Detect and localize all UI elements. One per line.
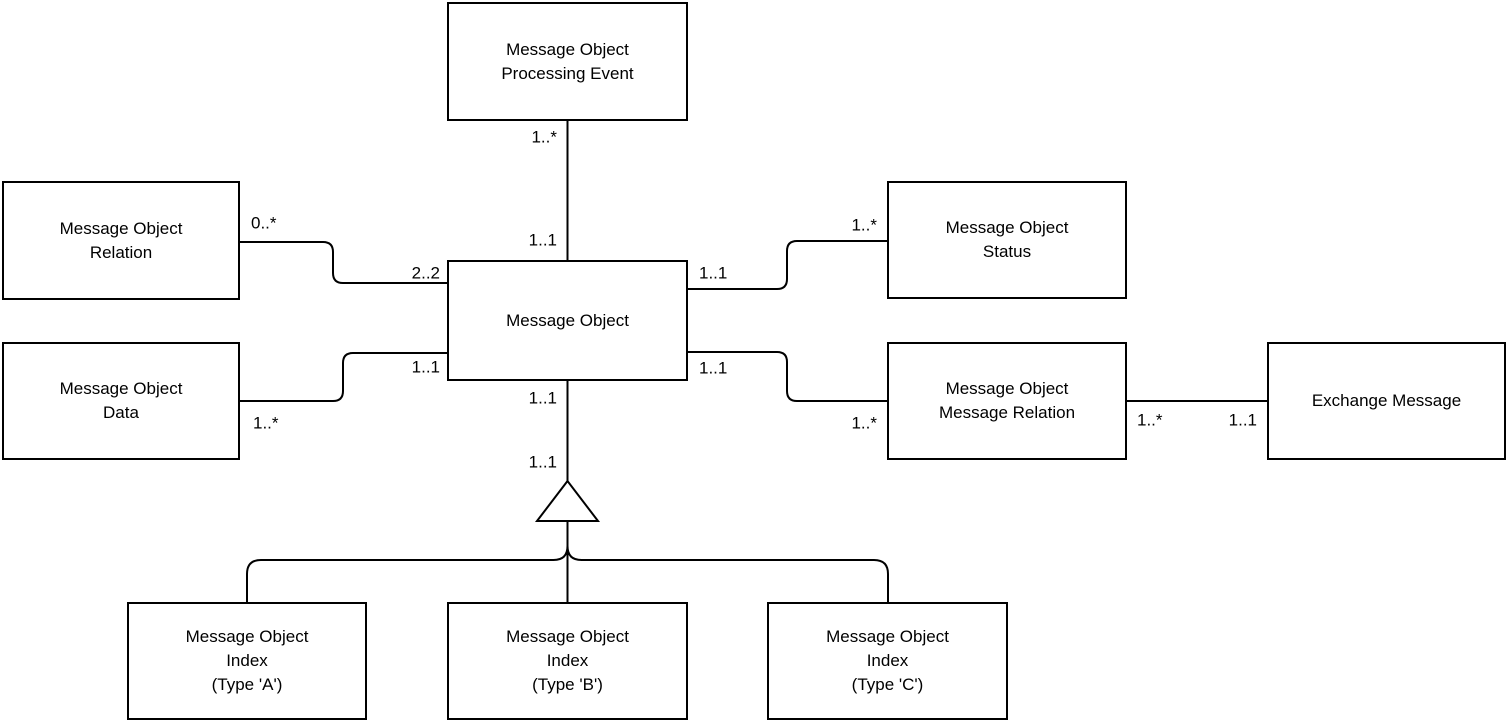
node-message-object-status: Message Object Status [887, 181, 1127, 299]
multiplicity-label-status-end: 1..* [851, 215, 877, 235]
node-message-object-message-relation: Message Object Message Relation [887, 342, 1127, 460]
multiplicity-label-message-object-end-left-lower: 1..1 [411, 357, 440, 377]
multiplicity-label-exchange-message-end: 1..1 [1228, 410, 1257, 430]
multiplicity-label-processing-event-end: 1..* [531, 127, 557, 147]
multiplicity-label-message-object-end-left-upper: 2..2 [411, 263, 440, 283]
node-message-object: Message Object [447, 260, 688, 381]
edge-generalization-branch-index-a [246, 545, 569, 602]
multiplicity-label-relation-end: 0..* [251, 213, 277, 233]
multiplicity-label-message-object-end-top: 1..1 [528, 230, 557, 250]
multiplicity-label-message-object-end-right-lower: 1..1 [699, 358, 728, 378]
multiplicity-label-generalization-upper: 1..1 [528, 388, 557, 408]
node-message-object-index-type-c: Message Object Index (Type 'C') [767, 602, 1008, 720]
node-message-object-data: Message Object Data [2, 342, 240, 460]
edge-relation-message-object [240, 241, 447, 284]
node-message-object-relation: Message Object Relation [2, 181, 240, 300]
edge-message-object-status [688, 240, 887, 290]
edge-data-message-object [240, 352, 447, 402]
generalization-triangle-icon [534, 479, 601, 522]
node-message-object-index-type-b: Message Object Index (Type 'B') [447, 602, 688, 720]
edge-message-object-message-relation [688, 351, 887, 402]
multiplicity-label-message-relation-end-left: 1..* [851, 413, 877, 433]
multiplicity-label-generalization-lower: 1..1 [528, 452, 557, 472]
multiplicity-label-message-object-end-right-upper: 1..1 [699, 263, 728, 283]
multiplicity-label-data-end: 1..* [253, 413, 279, 433]
node-message-object-index-type-a: Message Object Index (Type 'A') [127, 602, 367, 720]
multiplicity-label-message-relation-end-right: 1..* [1137, 410, 1163, 430]
node-message-object-processing-event: Message Object Processing Event [447, 2, 688, 121]
node-exchange-message: Exchange Message [1267, 342, 1506, 460]
edge-generalization-branch-index-c [566, 545, 889, 602]
